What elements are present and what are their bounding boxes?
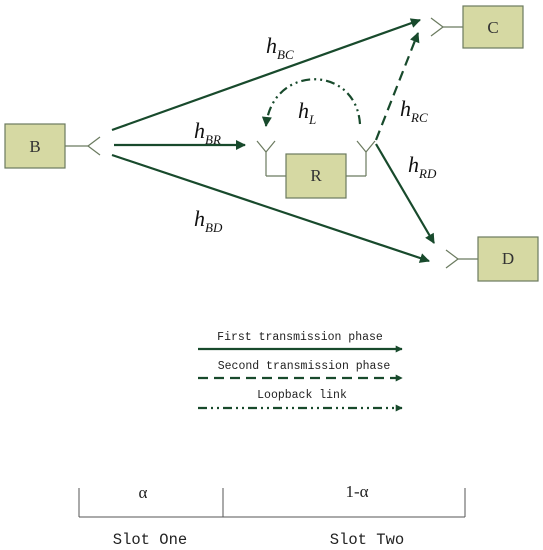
link-r-to-d: [375, 143, 435, 244]
link-b-to-d: [111, 153, 430, 263]
channel-label-br: hBR: [194, 118, 221, 147]
node-c-label: C: [487, 18, 498, 37]
slot-two-fraction: 1-α: [345, 482, 368, 501]
channel-label-bd: hBD: [194, 206, 223, 235]
node-b: B: [4, 123, 101, 169]
channel-label-rc: hRC: [400, 96, 428, 125]
legend: First transmission phase Second transmis…: [198, 331, 403, 412]
slot-one-fraction: α: [139, 483, 148, 502]
antenna-d-icon: [445, 249, 478, 269]
node-r-label: R: [310, 166, 322, 185]
node-r: R: [256, 140, 376, 199]
legend-first-label: First transmission phase: [217, 331, 383, 344]
channel-label-rd: hRD: [408, 152, 437, 181]
node-c: C: [430, 5, 524, 49]
timeslot-bar: α 1-α Slot One Slot Two: [78, 482, 466, 549]
legend-loopback-label: Loopback link: [257, 389, 347, 402]
channel-label-l: hL: [298, 98, 316, 127]
link-b-to-c: [111, 18, 421, 132]
node-d-label: D: [502, 249, 514, 268]
legend-second-label: Second transmission phase: [218, 360, 391, 373]
channel-label-bc: hBC: [266, 33, 294, 62]
link-r-to-c: [374, 32, 420, 141]
slot-two-label: Slot Two: [330, 531, 404, 549]
node-d: D: [445, 236, 539, 282]
antenna-c-icon: [430, 17, 463, 37]
slot-one-label: Slot One: [113, 531, 187, 549]
node-b-label: B: [29, 137, 40, 156]
antenna-r-rx-icon: [256, 140, 286, 177]
loopback-link: [261, 78, 362, 127]
antenna-r-tx-icon: [346, 140, 376, 177]
antenna-b-icon: [65, 136, 101, 156]
